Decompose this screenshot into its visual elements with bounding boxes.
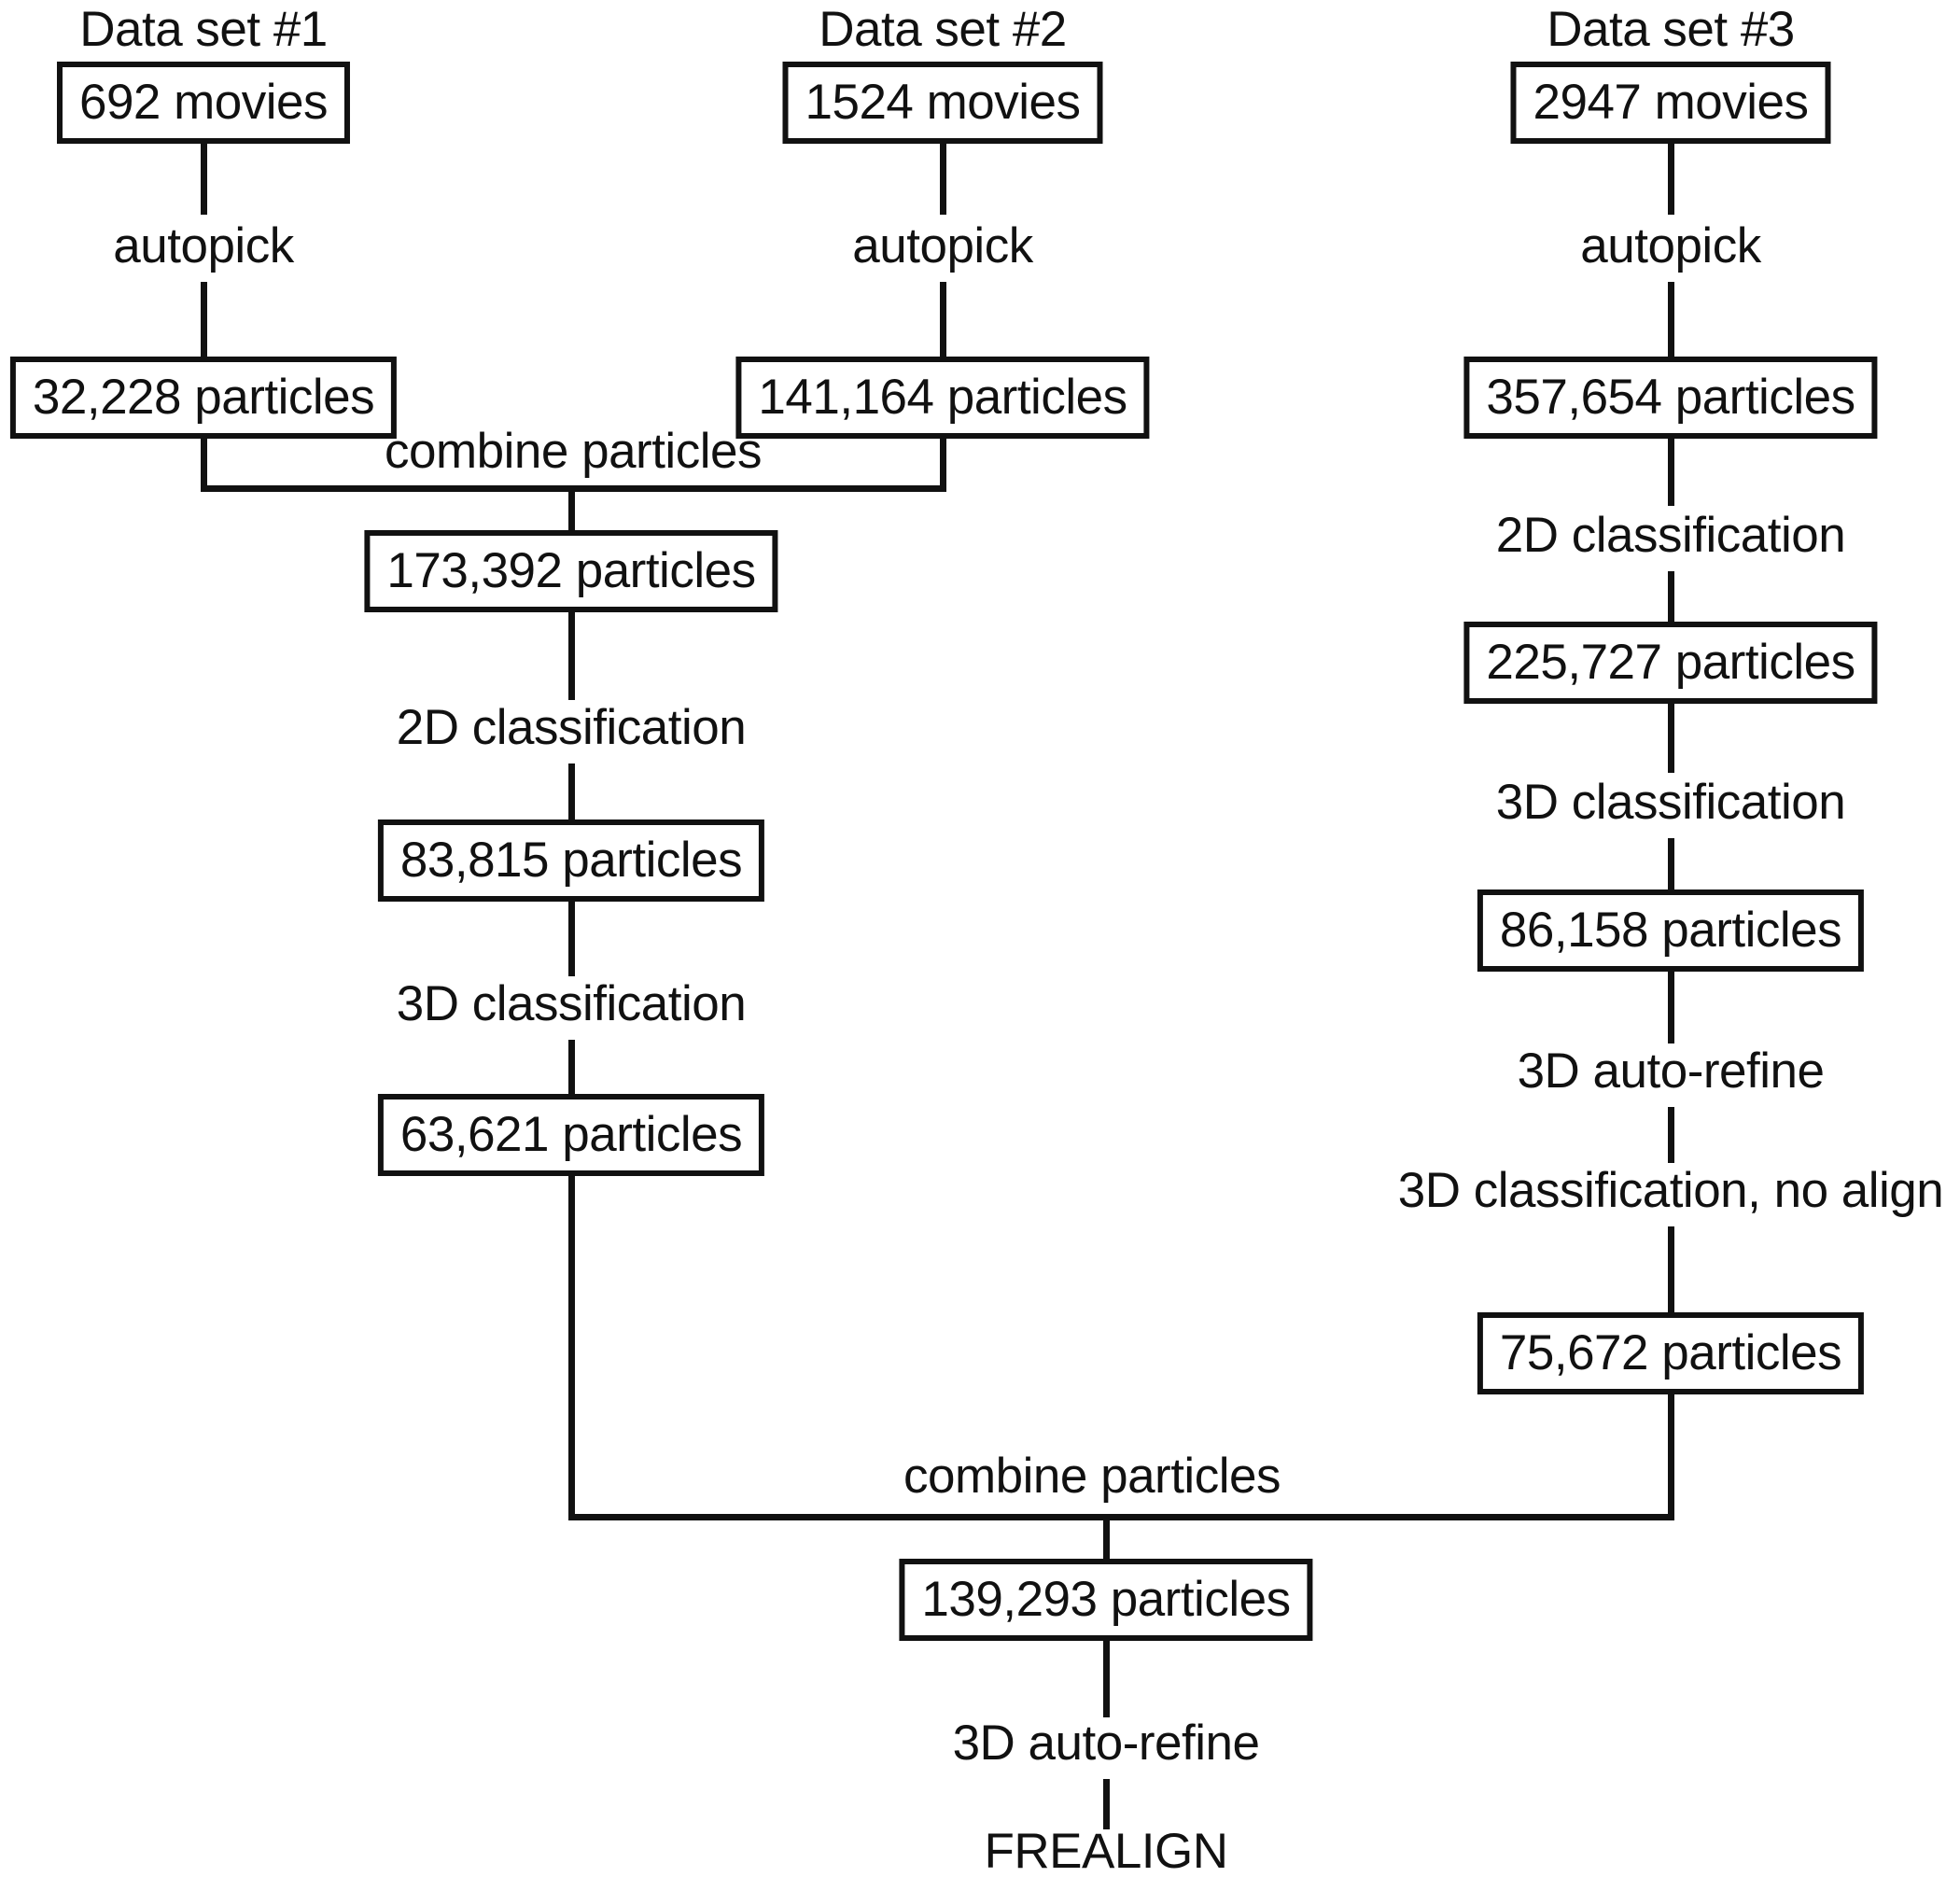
connector-ds3-autopick-particles	[1668, 282, 1674, 358]
connector-merged-to-combine2	[568, 1171, 575, 1520]
dataset1-autopick-label: autopick	[113, 218, 294, 273]
final-auto-refine-label: 3D auto-refine	[952, 1716, 1260, 1771]
ds3-2d-result-box: 225,727 particles	[1463, 622, 1878, 704]
connector-ds2-to-combine1	[940, 434, 946, 492]
dataset3-autopick-label: autopick	[1580, 218, 1761, 273]
connector-ds3-movies-autopick	[1668, 142, 1674, 215]
connector-merged-1	[568, 609, 575, 700]
connector-ds3-1	[1668, 434, 1674, 506]
dataset2-title: Data set #2	[819, 2, 1067, 57]
combine1-result-box: 173,392 particles	[364, 530, 778, 612]
connector-ds1-to-combine1	[201, 434, 207, 492]
combine2-result-box: 139,293 particles	[899, 1559, 1313, 1641]
ds3-3d-noalign-label: 3D classification, no align	[1397, 1163, 1944, 1218]
dataset1-title: Data set #1	[79, 2, 328, 57]
connector-ds3-3	[1668, 699, 1674, 773]
ds3-2d-classification-label: 2D classification	[1495, 508, 1846, 563]
connector-merged-4	[568, 1040, 575, 1096]
connector-combine2-to-result	[1103, 1520, 1110, 1562]
connector-ds3-to-combine2	[1668, 1390, 1674, 1520]
ds3-3d-result-box: 86,158 particles	[1477, 889, 1865, 972]
ds3-auto-refine-label: 3D auto-refine	[1517, 1044, 1825, 1099]
connector-combine1-to-result	[568, 492, 575, 534]
connector-merged-3	[568, 897, 575, 976]
connector-ds3-4	[1668, 838, 1674, 891]
merged-2d-classification-label: 2D classification	[396, 700, 747, 755]
dataset1-movies-box: 692 movies	[56, 62, 351, 144]
ds3-noalign-result-box: 75,672 particles	[1477, 1312, 1865, 1394]
dataset1-particles-box: 32,228 particles	[9, 357, 398, 439]
ds3-3d-classification-label: 3D classification	[1495, 775, 1846, 830]
connector-final-2	[1103, 1779, 1110, 1829]
combine1-hline	[201, 485, 946, 492]
dataset2-autopick-label: autopick	[852, 218, 1033, 273]
dataset3-movies-box: 2947 movies	[1510, 62, 1831, 144]
connector-ds3-5	[1668, 967, 1674, 1044]
connector-merged-2	[568, 763, 575, 821]
connector-ds3-6	[1668, 1107, 1674, 1163]
combine1-label: combine particles	[385, 424, 762, 479]
connector-ds2-movies-autopick	[940, 142, 946, 215]
combine2-hline	[568, 1514, 1674, 1520]
dataset3-title: Data set #3	[1547, 2, 1795, 57]
merged-3d-result-box: 63,621 particles	[377, 1094, 765, 1176]
dataset2-movies-box: 1524 movies	[782, 62, 1103, 144]
merged-2d-result-box: 83,815 particles	[377, 819, 765, 902]
connector-ds3-2	[1668, 571, 1674, 623]
connector-final-1	[1103, 1636, 1110, 1717]
connector-ds3-7	[1668, 1226, 1674, 1314]
dataset2-particles-box: 141,164 particles	[735, 357, 1150, 439]
connector-ds2-autopick-particles	[940, 282, 946, 358]
connector-ds1-autopick-particles	[201, 282, 207, 358]
merged-3d-classification-label: 3D classification	[396, 976, 747, 1031]
dataset3-particles-box: 357,654 particles	[1463, 357, 1878, 439]
final-output-label: FREALIGN	[984, 1824, 1228, 1877]
combine2-label: combine particles	[903, 1449, 1281, 1504]
connector-ds1-movies-autopick	[201, 142, 207, 215]
